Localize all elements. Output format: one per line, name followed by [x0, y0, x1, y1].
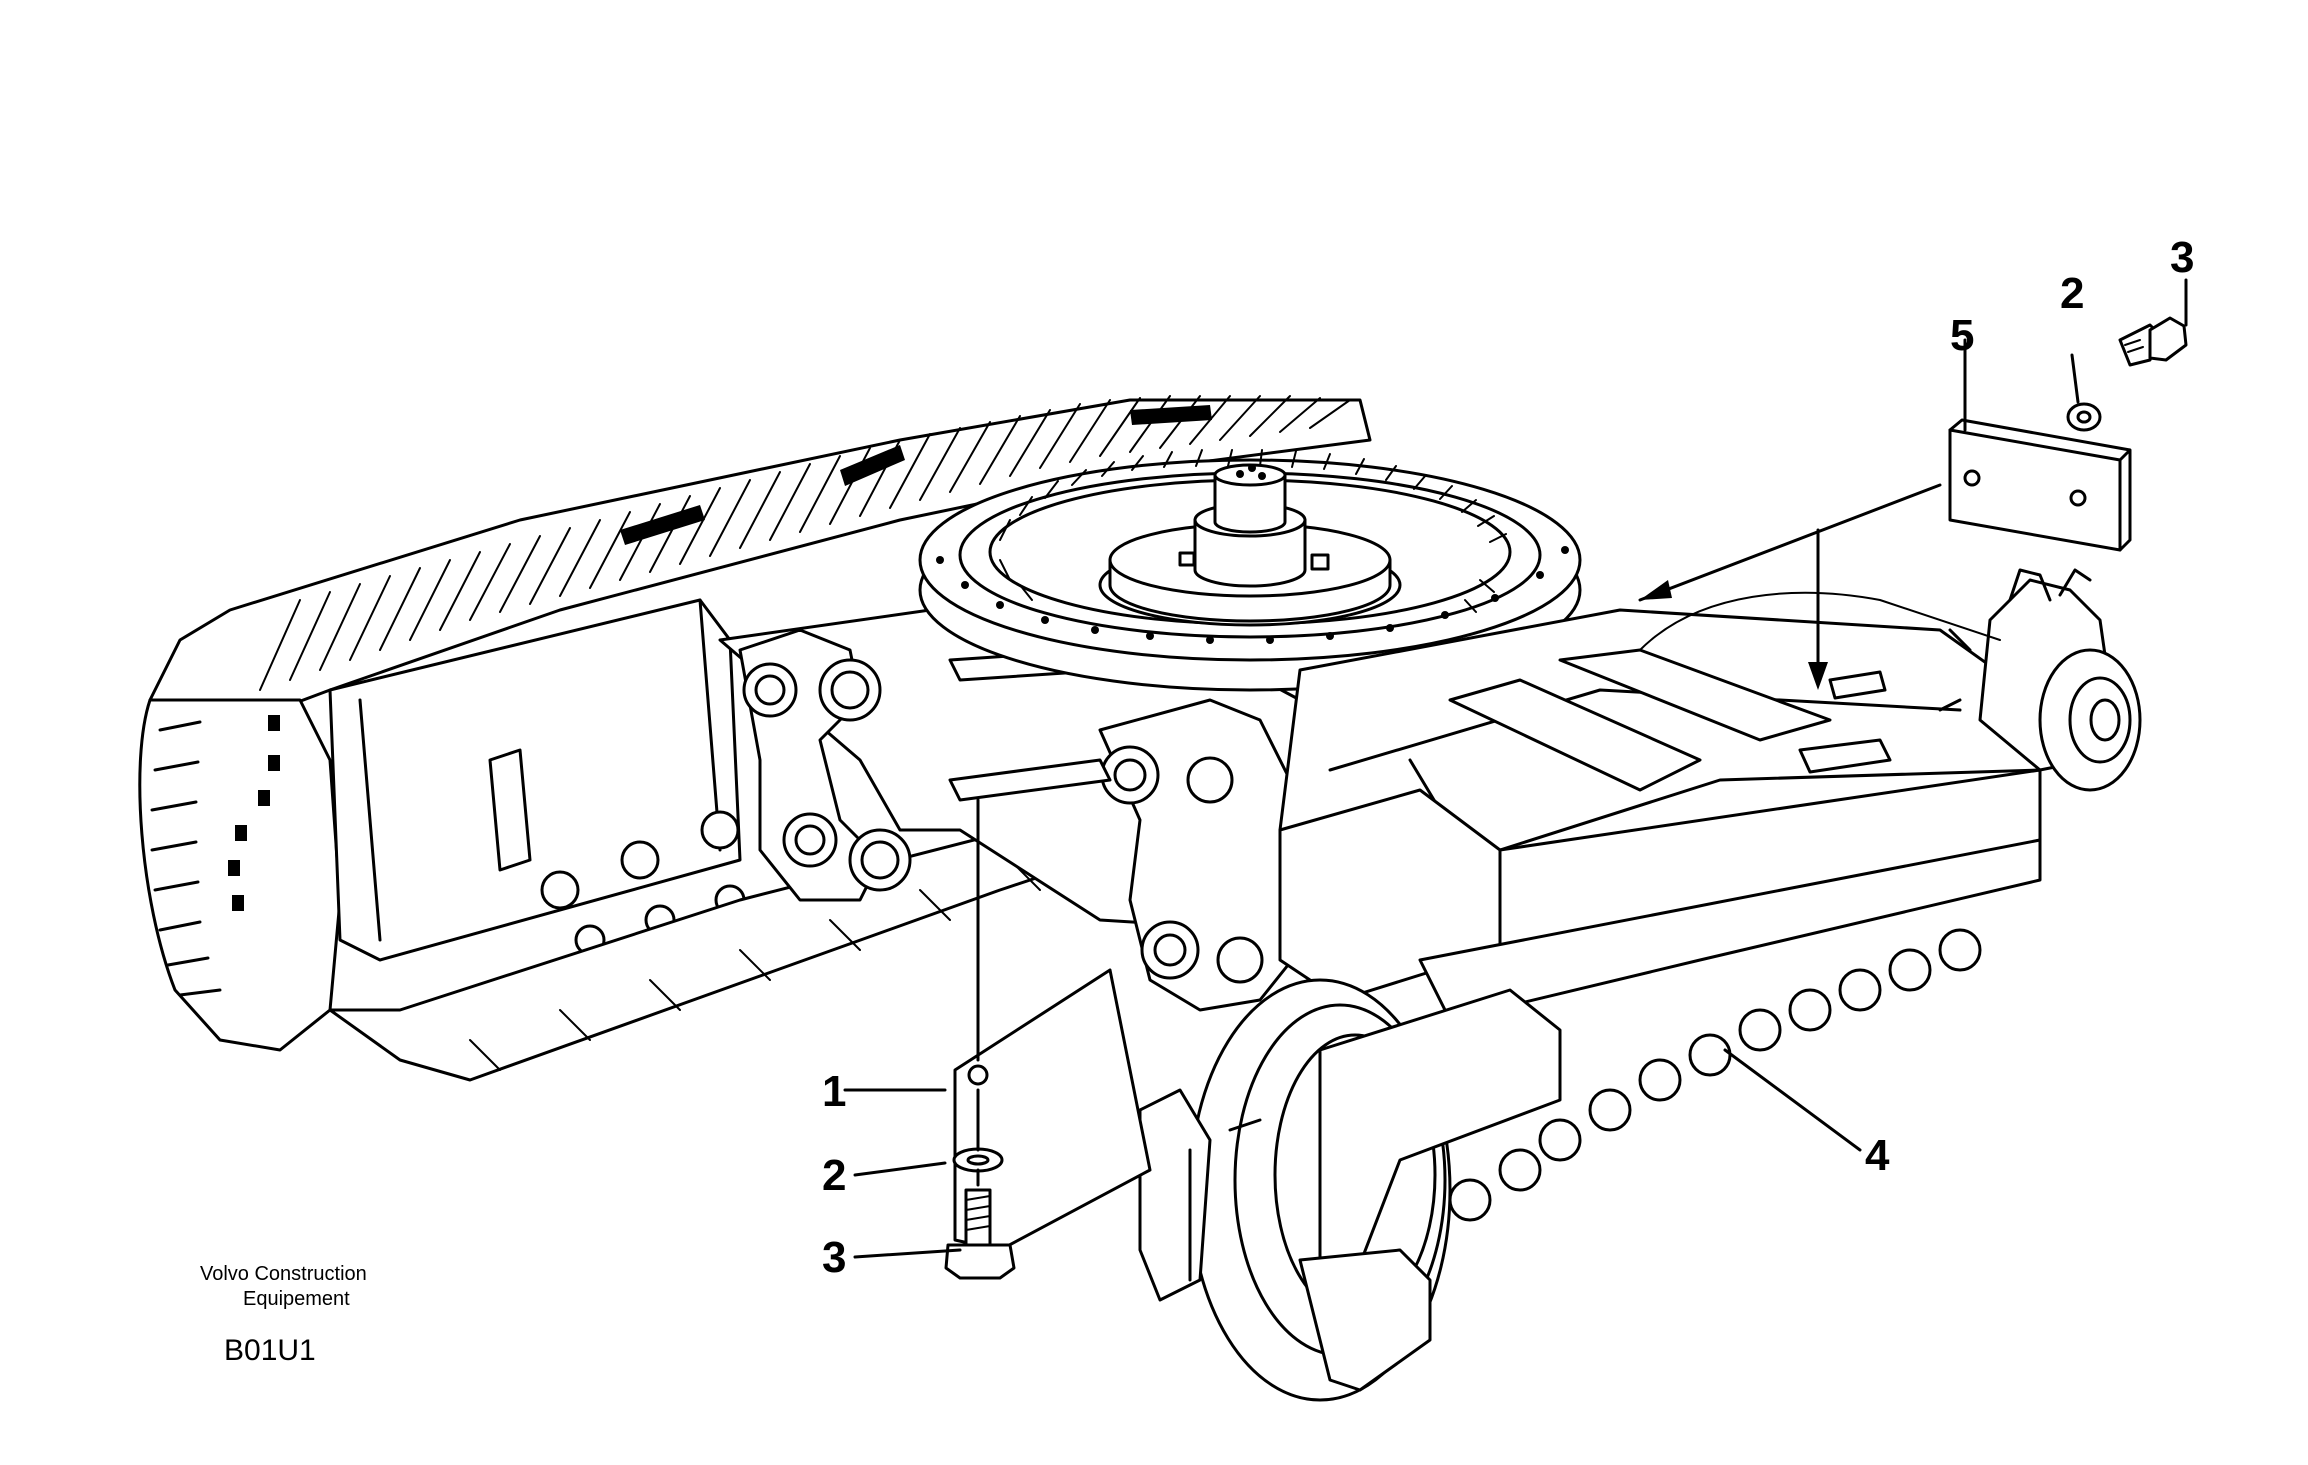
callout-4: 4 [1865, 1131, 1890, 1180]
slew-ring [918, 449, 1582, 692]
callout-3-upper: 3 [2170, 233, 2194, 282]
bolt-part-3-upper [2118, 316, 2188, 367]
figure-code: B01U1 [224, 1334, 316, 1367]
ring-gear-teeth [999, 449, 1507, 613]
callout-3-lower: 3 [822, 1233, 846, 1282]
brand-line-2: Equipement [243, 1288, 350, 1310]
leader-lines [843, 278, 2188, 1259]
callout-5: 5 [1950, 311, 1974, 360]
callout-1: 1 [822, 1067, 846, 1116]
bolt-part-3-lower [944, 1188, 1016, 1280]
track-frame-part-4 [1138, 568, 2142, 1402]
ring-bolt-holes [936, 546, 1569, 644]
washer-part-2-upper [2066, 402, 2102, 432]
washer-part-2-lower [952, 1147, 1004, 1173]
front-track-rollers [1448, 928, 1982, 1222]
track-end-shoes [150, 715, 280, 997]
track-shoes-top [259, 395, 1351, 691]
callout-2-upper: 2 [2060, 269, 2084, 318]
callout-2-lower: 2 [822, 1151, 846, 1200]
plate-part-1 [953, 968, 1152, 1252]
brand-line-1: Volvo Construction [200, 1263, 367, 1285]
plate-part-5 [1948, 418, 2132, 552]
